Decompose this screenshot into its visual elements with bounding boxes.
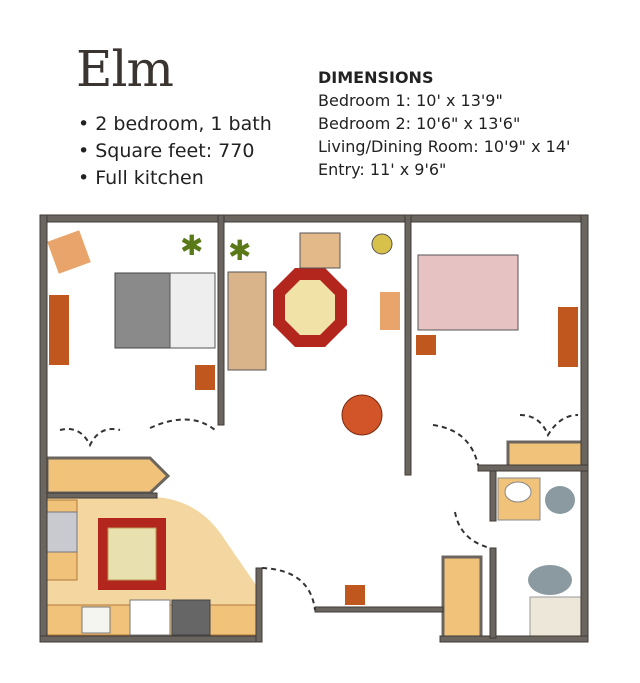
bathroom [497, 477, 586, 638]
sink-icon [81, 606, 111, 634]
feature-list: 2 bedroom, 1 bath Square feet: 770 Full … [78, 111, 272, 192]
lamp-icon [371, 233, 393, 255]
feature-item: Square feet: 770 [78, 138, 272, 165]
sink-icon [504, 481, 532, 503]
door-swings [59, 414, 579, 611]
dimension-row: Entry: 11' x 9'6" [318, 160, 447, 179]
dimension-row: Living/Dining Room: 10'9" x 14' [318, 137, 571, 156]
bedroom2-furniture [416, 254, 578, 367]
feature-item: 2 bedroom, 1 bath [78, 111, 272, 138]
plant-icon: ✱ [228, 234, 251, 267]
dimensions-block: DIMENSIONS Bedroom 1: 10' x 13'9" Bedroo… [318, 66, 570, 181]
nightstand-icon [416, 335, 436, 355]
entry-closet [441, 555, 483, 641]
refrigerator-icon [171, 599, 211, 636]
entry-table-icon [345, 585, 365, 605]
living-furniture: ✱ [227, 232, 400, 605]
plan-title: Elm [76, 40, 174, 98]
plant-icon: ✱ [180, 229, 203, 262]
side-table-icon [380, 292, 400, 330]
bedroom1-furniture: ✱ [47, 229, 216, 390]
tub-icon [528, 565, 572, 595]
dresser-icon [49, 295, 69, 365]
dimension-row: Bedroom 2: 10'6" x 13'6" [318, 114, 521, 133]
dimension-row: Bedroom 1: 10' x 13'9" [318, 91, 503, 110]
toilet-icon [545, 486, 575, 514]
dining-table-icon [341, 394, 383, 436]
sofa-icon [227, 271, 267, 371]
closet-bedroom2 [506, 440, 585, 468]
dishwasher-icon [129, 599, 171, 636]
kitchen-floor [46, 497, 258, 636]
shower-icon [529, 596, 586, 638]
armchair-icon [299, 232, 341, 269]
armchair-icon [47, 230, 91, 274]
feature-item: Full kitchen [78, 165, 272, 192]
dresser-icon [558, 307, 578, 367]
bed-icon [417, 254, 519, 331]
stove-icon [46, 511, 78, 553]
walls [39, 214, 589, 643]
closet-bedroom1 [45, 456, 171, 495]
nightstand-icon [195, 365, 215, 390]
dimensions-heading: DIMENSIONS [318, 68, 434, 87]
